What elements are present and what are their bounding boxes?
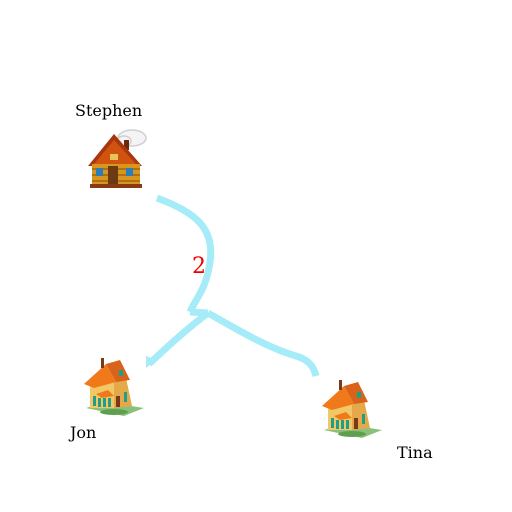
- route-arrowhead: [146, 356, 156, 368]
- house-label-tina: Tina: [397, 443, 433, 462]
- orange-roof-house-icon: [322, 380, 382, 438]
- route-segment-jon: [146, 310, 211, 367]
- route-segment-tina: [206, 309, 320, 377]
- route-paths: [146, 194, 320, 377]
- cabin-house-icon: [88, 129, 147, 188]
- route-junction: [189, 308, 209, 317]
- house-label-jon: Jon: [70, 423, 97, 442]
- route-segment-stephen: [155, 194, 215, 314]
- route-number: 2: [192, 254, 206, 279]
- house-label-stephen: Stephen: [75, 101, 143, 120]
- orange-roof-house-icon: [84, 358, 144, 416]
